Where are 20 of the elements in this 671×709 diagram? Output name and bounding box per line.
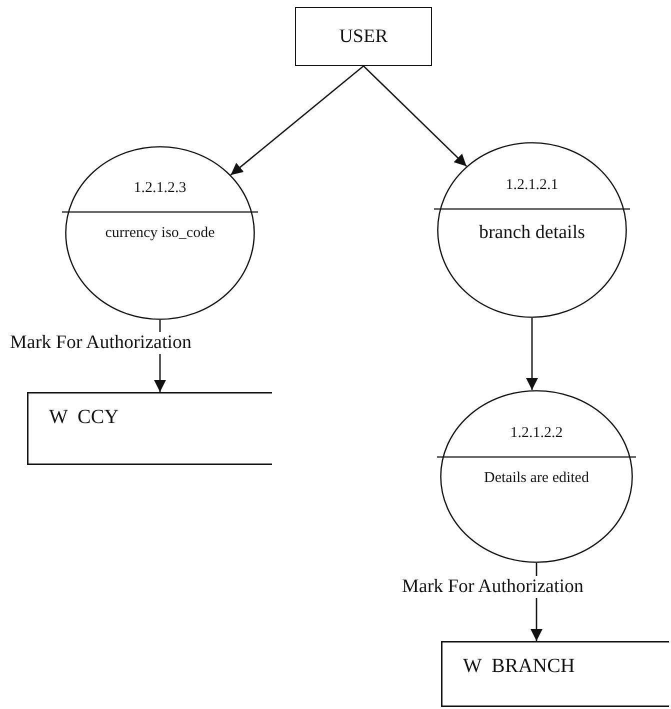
arrow — [363, 66, 467, 167]
process-circle — [437, 142, 627, 318]
process-number: 1.2.1.2.2 — [509, 425, 564, 442]
entity-label: USER — [339, 26, 388, 48]
arrow — [230, 65, 364, 176]
arrow — [526, 318, 538, 390]
data-store — [27, 392, 272, 465]
store-label: W BRANCH — [463, 655, 575, 678]
external-entity-box — [295, 7, 432, 66]
process-circle — [65, 146, 255, 320]
process-number: 1.2.1.2.1 — [504, 177, 560, 194]
process-circle — [440, 390, 633, 563]
edge-label: Mark For Authorization — [400, 576, 586, 598]
process-label: branch details — [478, 221, 586, 245]
process-label: Details are edited — [483, 469, 590, 488]
store-label: W CCY — [49, 406, 119, 429]
data-store — [441, 641, 669, 707]
edge-label: Mark For Authorization — [8, 332, 194, 354]
process-label: currency iso_code — [105, 224, 215, 243]
process-number: 1.2.1.2.3 — [132, 180, 188, 197]
